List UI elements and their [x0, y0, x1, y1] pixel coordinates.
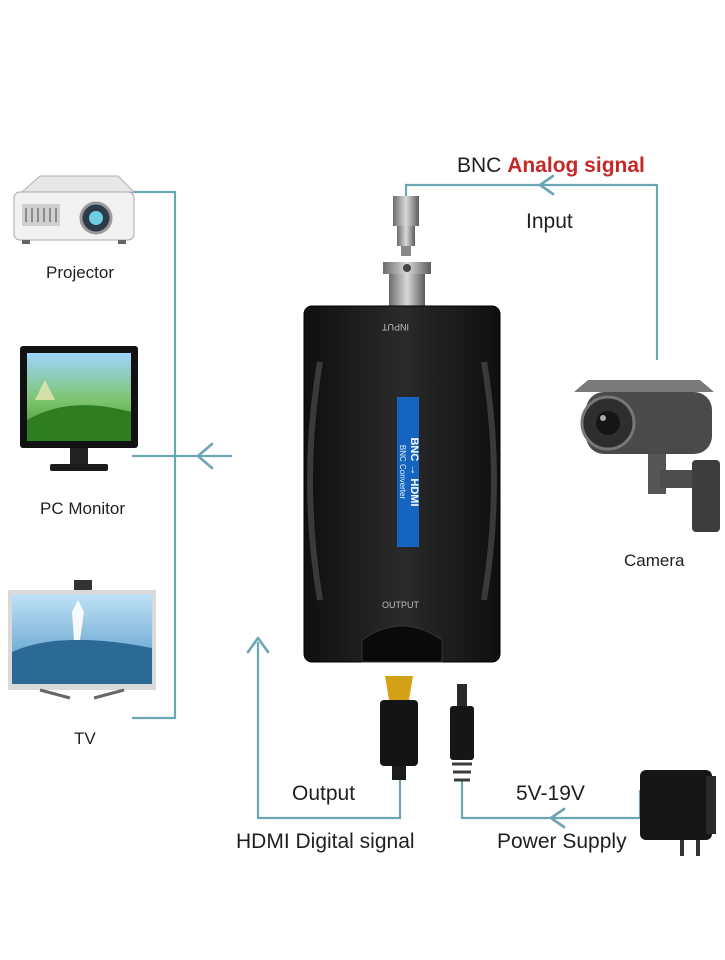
- device-badge: BNC → HDMI BNC Converter: [397, 397, 420, 547]
- power-arrow-icon: [549, 807, 566, 829]
- bnc-prefix-label: BNC: [457, 154, 502, 177]
- input-arrow-icon: [538, 174, 555, 196]
- pc-monitor-label: PC Monitor: [40, 499, 126, 518]
- voltage-label: 5V-19V: [516, 782, 585, 805]
- projector-label: Projector: [46, 263, 115, 282]
- dc-plug-icon: [450, 684, 474, 782]
- hdmi-output-line: [256, 642, 402, 820]
- device-output-label: OUTPUT: [382, 600, 419, 610]
- bnc-analog-signal-label: BNC Analog signal: [457, 154, 645, 178]
- projector-icon: [13, 175, 136, 244]
- direction-arrows: [196, 174, 566, 829]
- device-subtitle: BNC Converter: [398, 444, 407, 500]
- tv-label: TV: [74, 729, 96, 748]
- display-arrow-icon: [196, 442, 214, 470]
- hdmi-up-arrow-icon: [246, 636, 270, 654]
- converter-device: [303, 305, 501, 663]
- bnc-jack-icon: [383, 262, 431, 310]
- input-label: Input: [526, 210, 573, 233]
- camera-icon: [574, 380, 720, 532]
- hdmi-plug-icon: [380, 676, 418, 780]
- device-input-label: INPUT: [382, 322, 409, 332]
- hdmi-digital-signal-label: HDMI Digital signal: [236, 830, 415, 853]
- tv-icon: [8, 580, 156, 700]
- analog-signal-label: Analog signal: [507, 154, 645, 177]
- power-adapter-icon: [640, 770, 716, 856]
- output-label: Output: [292, 782, 356, 805]
- device-title: BNC → HDMI: [408, 437, 420, 507]
- bnc-plug-icon: [393, 196, 419, 256]
- pc-monitor-icon: [20, 346, 138, 471]
- camera-label: Camera: [624, 551, 685, 570]
- power-supply-label: Power Supply: [497, 830, 627, 853]
